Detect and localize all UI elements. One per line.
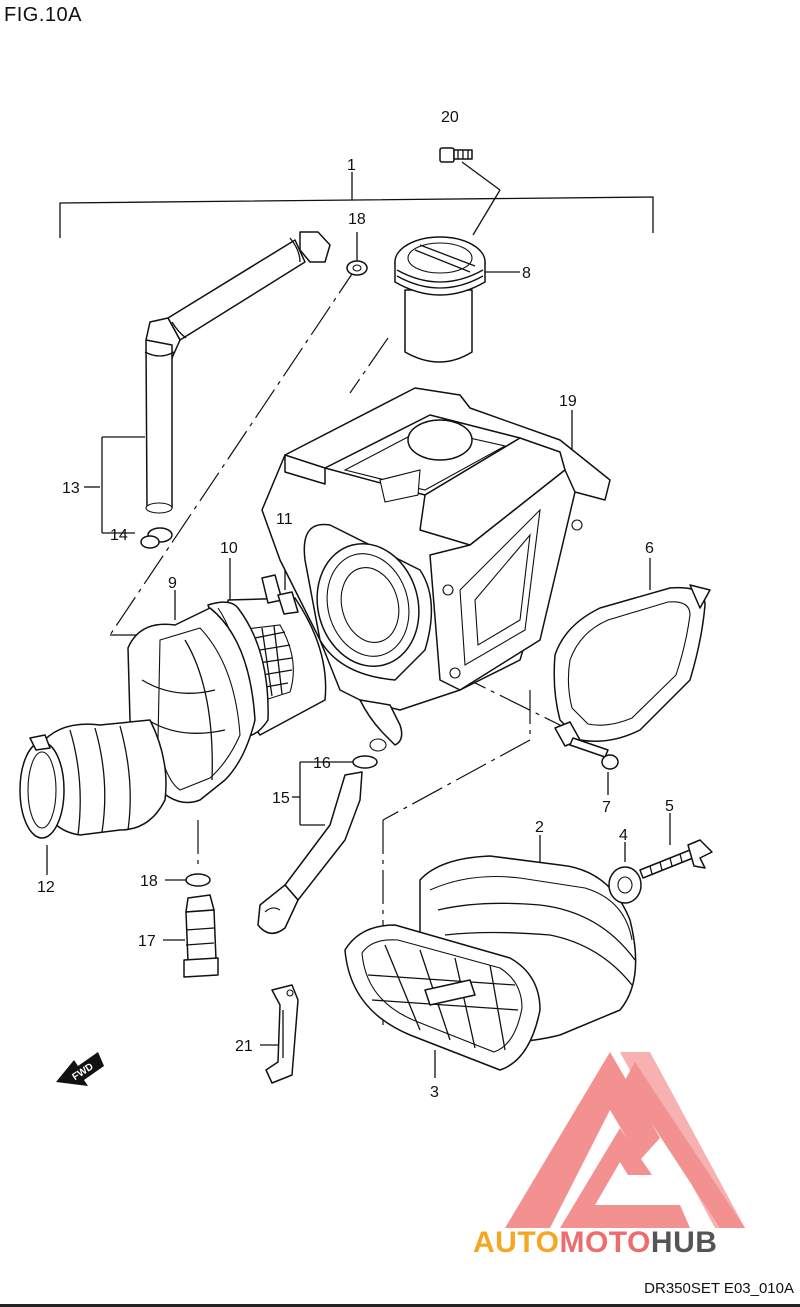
- callout-11: 11: [276, 511, 293, 528]
- part-15-drain-hose: [257, 771, 363, 934]
- figure-title: FIG.10A: [4, 4, 82, 26]
- callout-8: 8: [522, 265, 531, 282]
- part-12-intake-tube: [19, 719, 167, 839]
- watermark-part-auto: AUTO: [473, 1226, 560, 1259]
- callout-17: 17: [138, 933, 156, 950]
- part-8-intake-cap: [394, 236, 486, 363]
- watermark-part-moto: MOTO: [559, 1226, 651, 1259]
- callout-10: 10: [220, 540, 238, 557]
- callout-3: 3: [430, 1084, 439, 1101]
- callout-13: 13: [62, 480, 80, 497]
- part-3-filter-frame: [344, 924, 541, 1071]
- callout-1: 1: [347, 157, 356, 174]
- callout-2: 2: [535, 819, 544, 836]
- part-18-clip-bottom: [185, 873, 211, 887]
- callout-12: 12: [37, 879, 55, 896]
- callout-14: 14: [110, 527, 128, 544]
- part-16-clip: [352, 755, 378, 769]
- part-17-drain-plug: [183, 894, 219, 978]
- part-21-bracket: [265, 984, 299, 1084]
- callout-18-bottom: 18: [140, 873, 158, 890]
- part-5-wing-bolt: [639, 839, 713, 879]
- callout-9: 9: [168, 575, 177, 592]
- part-20-bolt: [439, 147, 473, 163]
- callout-18-top: 18: [348, 211, 366, 228]
- callout-16: 16: [313, 755, 331, 772]
- part-18-clip-top: [346, 260, 368, 276]
- callout-19: 19: [559, 393, 577, 410]
- callout-20: 20: [441, 109, 459, 126]
- bottom-border: [0, 1304, 800, 1307]
- part-4-washer: [608, 866, 642, 904]
- callout-numbers: 1 2 3 4 5 6 7 8 9 10 11 12 13 14 15 16 1…: [37, 109, 674, 1101]
- watermark-part-hub: HUB: [650, 1226, 718, 1259]
- callout-4: 4: [619, 827, 628, 844]
- callout-7: 7: [602, 799, 611, 816]
- callout-15: 15: [272, 790, 290, 807]
- part-7-screw: [569, 737, 619, 770]
- callout-5: 5: [665, 798, 674, 815]
- fwd-arrow-icon: FWD: [56, 1052, 104, 1086]
- callout-6: 6: [645, 540, 654, 557]
- watermark-logo: [505, 1052, 745, 1228]
- diagram-code: DR350SET E03_010A: [644, 1280, 794, 1297]
- part-13-breather-hose: [144, 231, 331, 514]
- watermark-brand-text: AUTOMOTOHUB: [473, 1226, 717, 1260]
- part-19-air-cleaner-case: [261, 387, 611, 752]
- part-14-clips: [140, 527, 173, 549]
- assembly-bracket: [59, 172, 654, 238]
- callout-21: 21: [235, 1038, 253, 1055]
- part-6-side-cover: [553, 584, 711, 747]
- leader-lines: [46, 161, 671, 1078]
